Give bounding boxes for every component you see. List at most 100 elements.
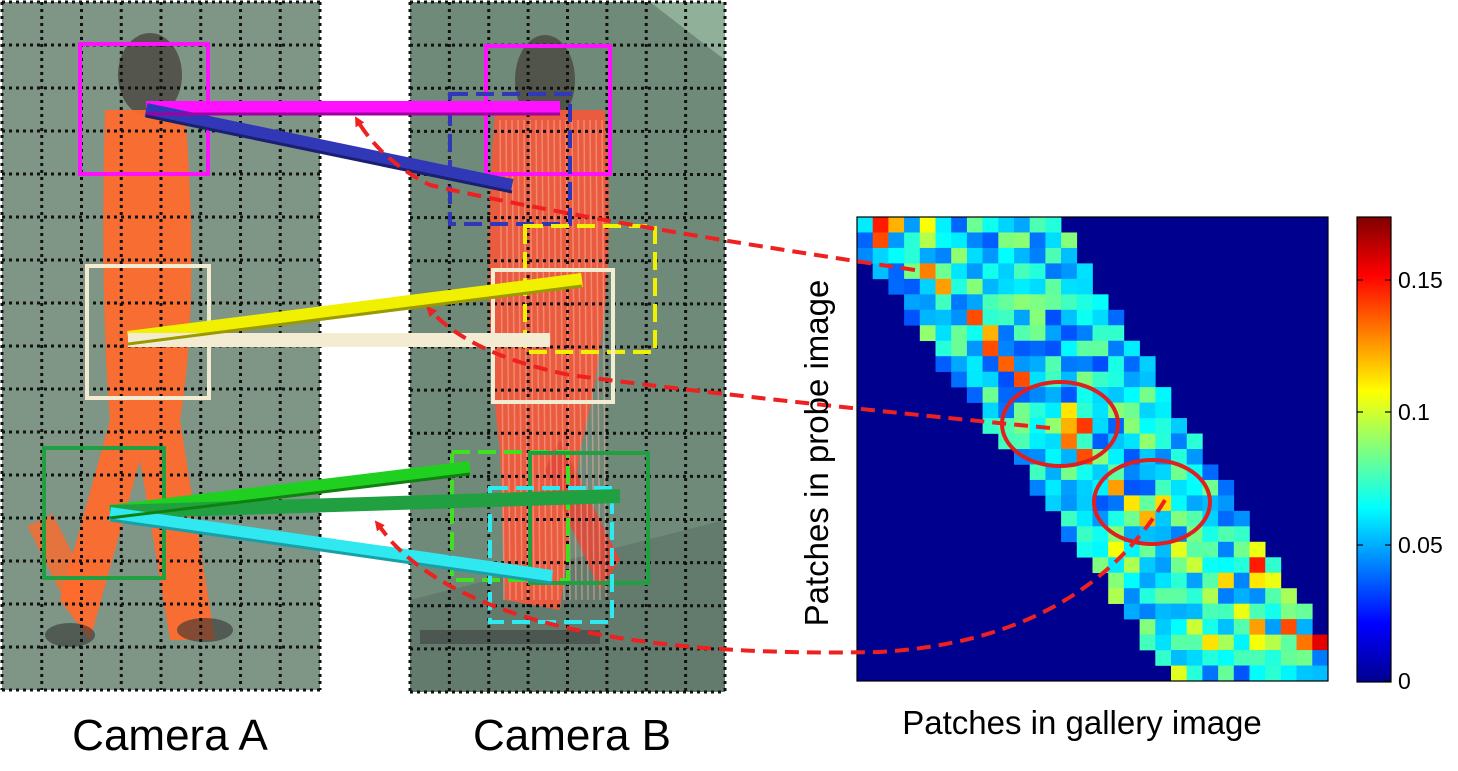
heatmap-cell	[1061, 433, 1078, 450]
heatmap-cell	[1061, 247, 1078, 264]
heatmap-cell	[1171, 572, 1187, 589]
heatmap-cell	[1076, 541, 1093, 558]
heatmap-cell	[1014, 247, 1030, 264]
heatmap-cell	[1233, 665, 1250, 682]
texture-stripe	[529, 119, 535, 601]
heatmap-cell	[1108, 387, 1125, 403]
heatmap-cell	[919, 247, 936, 264]
heatmap-cell	[1014, 232, 1030, 249]
heatmap-cell	[1296, 634, 1313, 651]
heatmap-cell	[1123, 495, 1140, 512]
heatmap-cell	[966, 325, 983, 342]
heatmap-cell	[982, 418, 999, 434]
heatmap-cell	[1155, 510, 1172, 527]
heatmap-cell	[1045, 387, 1062, 403]
heatmap-cell	[951, 294, 968, 311]
texture-stripe	[517, 119, 523, 601]
heatmap-cell	[1155, 541, 1172, 558]
heatmap-cell	[919, 217, 936, 233]
heatmap-cell	[1155, 387, 1172, 403]
heatmap-cell	[1139, 495, 1156, 512]
heatmap-cell	[1108, 588, 1125, 604]
heatmap-cell	[951, 247, 968, 264]
heatmap-cell	[1108, 495, 1125, 512]
heatmap-cell	[1280, 619, 1297, 635]
bar-shade-cyan	[109, 518, 553, 585]
heatmap-cell	[998, 387, 1015, 403]
heatmap-cell	[1186, 449, 1203, 465]
heatmap-cell	[1076, 263, 1093, 280]
heatmap-cell	[1108, 510, 1125, 527]
heatmap-cell	[1108, 309, 1125, 326]
heatmap-ylabel: Patches in probe image	[798, 280, 835, 627]
heatmap-cell	[1076, 294, 1093, 311]
heatmap-cell	[1045, 325, 1062, 342]
heatmap-cell	[935, 309, 952, 326]
heatmap-cell	[1029, 263, 1046, 280]
heatmap-cell	[982, 278, 999, 295]
heatmap-cell	[951, 356, 968, 372]
heatmap-cell	[1218, 650, 1235, 666]
heatmap-cell	[966, 387, 983, 403]
heatmap-cell	[935, 325, 952, 342]
heatmap-cell	[1045, 356, 1062, 372]
heatmap-cell	[1014, 309, 1030, 326]
heatmap-cell	[1155, 464, 1172, 481]
heatmap-cell	[1076, 433, 1093, 450]
heatmap-cell	[919, 263, 936, 280]
heatmap-cell	[1045, 278, 1062, 295]
heatmap-cell	[888, 247, 905, 264]
heatmap-cell	[1139, 356, 1156, 372]
heatmap-cell	[1296, 603, 1313, 620]
heatmap-cell	[1186, 588, 1203, 604]
heatmap-cell	[1186, 650, 1203, 666]
heatmap-cell	[1029, 464, 1046, 481]
heatmap-cell	[951, 278, 968, 295]
heatmap-cell	[1186, 526, 1203, 543]
heatmap-cell	[1123, 603, 1140, 620]
heatmap-cell	[1092, 309, 1109, 326]
box-b-green-dashed	[450, 450, 570, 582]
heatmap-cell	[1045, 464, 1062, 481]
heatmap-cell	[1249, 541, 1266, 558]
heatmap-cell	[1092, 526, 1109, 543]
heatmap-cell	[1139, 557, 1156, 574]
heatmap-cell	[1312, 650, 1329, 666]
bar-dark-green	[109, 489, 621, 519]
arrow-bottom	[374, 498, 1167, 655]
heatmap-cell	[888, 278, 905, 295]
bar-cyan	[109, 507, 553, 584]
heatmap-cell	[1233, 650, 1250, 666]
heatmap-cell	[1265, 619, 1282, 635]
heatmap-cell	[1249, 572, 1266, 589]
box-b-blue	[448, 92, 572, 226]
heatmap-cell	[1139, 433, 1156, 450]
heatmap-cell	[998, 294, 1015, 311]
heatmap-cell	[904, 309, 921, 326]
heatmap-cell	[1061, 479, 1078, 496]
heatmap-cell	[1092, 340, 1109, 357]
heatmap-cell	[1186, 603, 1203, 620]
heatmap-cell	[1076, 402, 1093, 419]
heatmap-cell	[1139, 418, 1156, 434]
colorbar-tick-01: 0.1	[1398, 399, 1430, 425]
heatmap-cell	[1249, 619, 1266, 635]
heatmap-cell	[1139, 619, 1156, 635]
heatmap-cell	[1061, 294, 1078, 311]
heatmap-cell	[998, 278, 1015, 295]
heatmap-cell	[1029, 402, 1046, 419]
heatmap-cell	[1045, 449, 1062, 465]
heatmap-cell	[1265, 650, 1282, 666]
heatmap-cell	[1045, 309, 1062, 326]
heatmap-cell	[1045, 402, 1062, 419]
similarity-heatmap	[856, 216, 1329, 682]
heatmap-cell	[1123, 356, 1140, 372]
heatmap-cell	[1123, 510, 1140, 527]
heatmap-cell	[904, 217, 921, 233]
heatmap-cell	[1218, 603, 1235, 620]
heatmap-cell	[1233, 603, 1250, 620]
heatmap-cell	[1061, 449, 1078, 465]
heatmap-cell	[1029, 217, 1046, 233]
heatmap-cell	[1076, 278, 1093, 295]
heatmap-cell	[1155, 634, 1172, 651]
